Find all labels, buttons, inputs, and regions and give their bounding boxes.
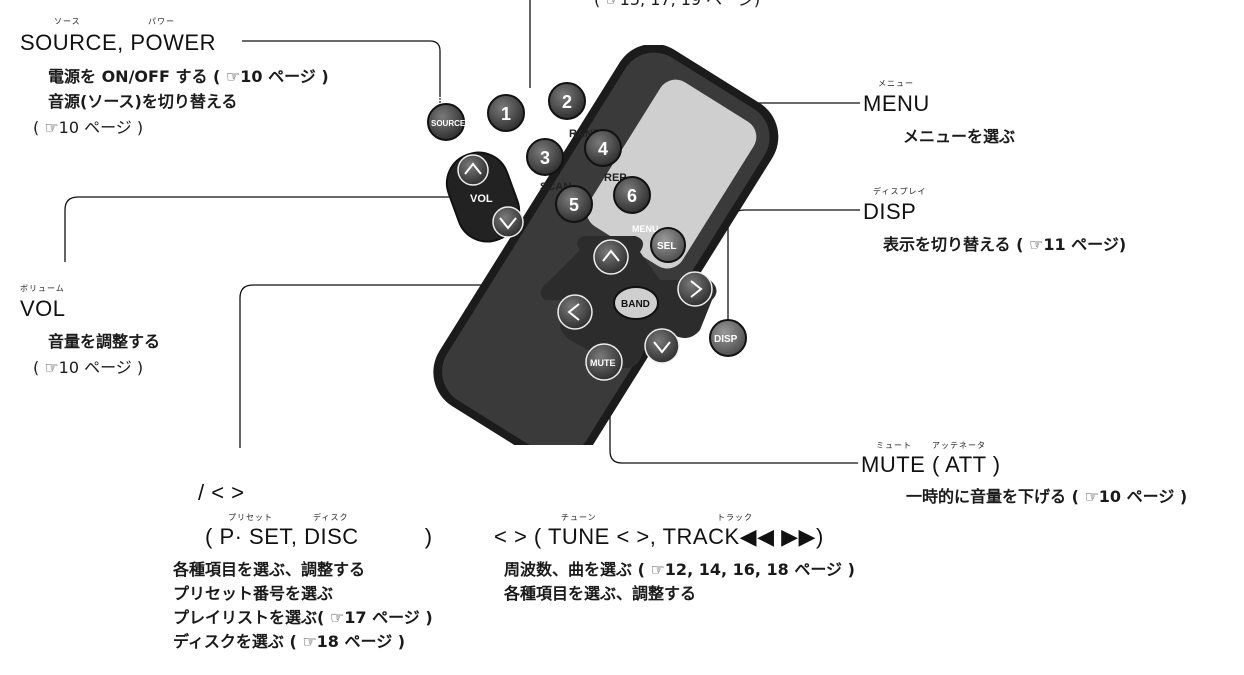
sel-button[interactable] <box>650 227 686 263</box>
disp-button[interactable] <box>709 319 747 357</box>
leftright-title: < > ( TUNE < >, TRACK◀◀ ▶▶) <box>494 524 824 549</box>
band-label: BAND <box>621 299 650 310</box>
vol-down-button[interactable] <box>492 206 524 238</box>
updown-symbols: / < > <box>198 480 245 505</box>
right-arrow-icon <box>690 280 703 298</box>
band-button[interactable] <box>613 286 659 320</box>
leader-vol <box>64 196 480 262</box>
number-button-5[interactable] <box>555 185 593 223</box>
remote-power-label: POWER <box>413 96 452 107</box>
leftright-desc-2: 各種項目を選ぶ、調整する <box>504 584 697 603</box>
number-button-4[interactable] <box>584 129 622 167</box>
number-button-3[interactable] <box>526 138 564 176</box>
mute-button[interactable] <box>585 343 623 381</box>
number-label-2: 2 <box>562 92 572 112</box>
left-button[interactable] <box>557 294 593 330</box>
disp-ruby: ディスプレイ <box>873 187 927 196</box>
sel-label: SEL <box>657 241 676 252</box>
top-reference: ( ☞15, 17, 19 ページ) <box>594 0 760 12</box>
disp-title: DISP <box>863 199 917 224</box>
remote-control: POWER SOURCE 1 2 RAND 3 4 SCAN REP 5 6 V… <box>413 45 779 445</box>
down-button[interactable] <box>644 328 680 364</box>
mute-ruby: ミュート <box>876 441 912 450</box>
down-arrow-icon <box>653 341 671 354</box>
source-power-desc-2: 音源(ソース)を切り替える <box>48 92 238 111</box>
mute-label: MUTE <box>590 358 616 368</box>
preset-ruby: プリセット <box>228 513 273 522</box>
leader-updown <box>239 284 590 448</box>
right-button[interactable] <box>677 271 713 307</box>
mute-title: MUTE ( ATT ) <box>861 452 1001 477</box>
source-button[interactable] <box>427 103 465 141</box>
menu-ruby: メニュー <box>878 79 914 88</box>
number-label-1: 1 <box>501 104 511 124</box>
source-power-desc-1: 電源を ON/OFF する ( ☞10 ページ ) <box>48 67 329 86</box>
leader-source <box>242 40 441 108</box>
left-arrow-icon <box>567 303 580 321</box>
source-power-title: SOURCE, POWER <box>20 30 216 55</box>
number-label-6: 6 <box>627 186 637 206</box>
number-buttons: 1 2 RAND 3 4 SCAN REP 5 6 <box>487 82 651 223</box>
vol-up-button[interactable] <box>457 154 489 186</box>
chevron-up-icon <box>464 162 482 175</box>
number-label-4: 4 <box>598 139 608 159</box>
leftright-desc-1: 周波数、曲を選ぶ ( ☞12, 14, 16, 18 ページ ) <box>504 560 855 579</box>
disp-label: DISP <box>714 334 738 345</box>
number-button-6[interactable] <box>613 176 651 214</box>
vol-desc-1: 音量を調整する <box>48 332 161 351</box>
vol-ruby: ボリューム <box>20 284 65 293</box>
chevron-down-icon <box>499 217 517 230</box>
mute-desc: 一時的に音量を下げる ( ☞10 ページ ) <box>906 487 1188 506</box>
updown-desc-3: プレイリストを選ぶ( ☞17 ページ ) <box>173 608 433 627</box>
remote-source-label: SOURCE <box>431 119 466 128</box>
tune-ruby: チューン <box>561 513 597 522</box>
source-ruby: ソース <box>54 17 81 26</box>
number-label-5: 5 <box>569 195 579 215</box>
source-power-desc-3: ( ☞10 ページ ) <box>33 118 144 137</box>
updown-title: ( P· SET, DISC ) <box>205 524 433 549</box>
updown-desc-1: 各種項目を選ぶ、調整する <box>173 560 366 579</box>
menu-desc: メニューを選ぶ <box>903 127 1016 146</box>
number-button-1[interactable] <box>487 94 525 132</box>
power-ruby: パワー <box>148 17 175 26</box>
number-pad-panel <box>586 79 757 269</box>
menu-title: MENU <box>863 91 930 116</box>
track-ruby: トラック <box>717 513 753 522</box>
updown-desc-4: ディスクを選ぶ ( ☞18 ページ ) <box>173 632 406 651</box>
updown-desc-2: プリセット番号を選ぶ <box>173 584 334 603</box>
up-button[interactable] <box>593 239 629 275</box>
number-button-2[interactable] <box>548 82 586 120</box>
vol-label: VOL <box>470 193 493 205</box>
leader-mute <box>609 372 858 464</box>
remote-menu-label: MENU <box>632 224 659 234</box>
vol-title: VOL <box>20 296 66 321</box>
disp-desc: 表示を切り替える ( ☞11 ページ) <box>883 235 1127 254</box>
disc-ruby: ディスク <box>313 513 349 522</box>
up-arrow-icon <box>602 249 620 262</box>
number-label-3: 3 <box>540 148 550 168</box>
vol-desc-2: ( ☞10 ページ ) <box>33 358 144 377</box>
att-ruby: アッテネータ <box>932 441 986 450</box>
